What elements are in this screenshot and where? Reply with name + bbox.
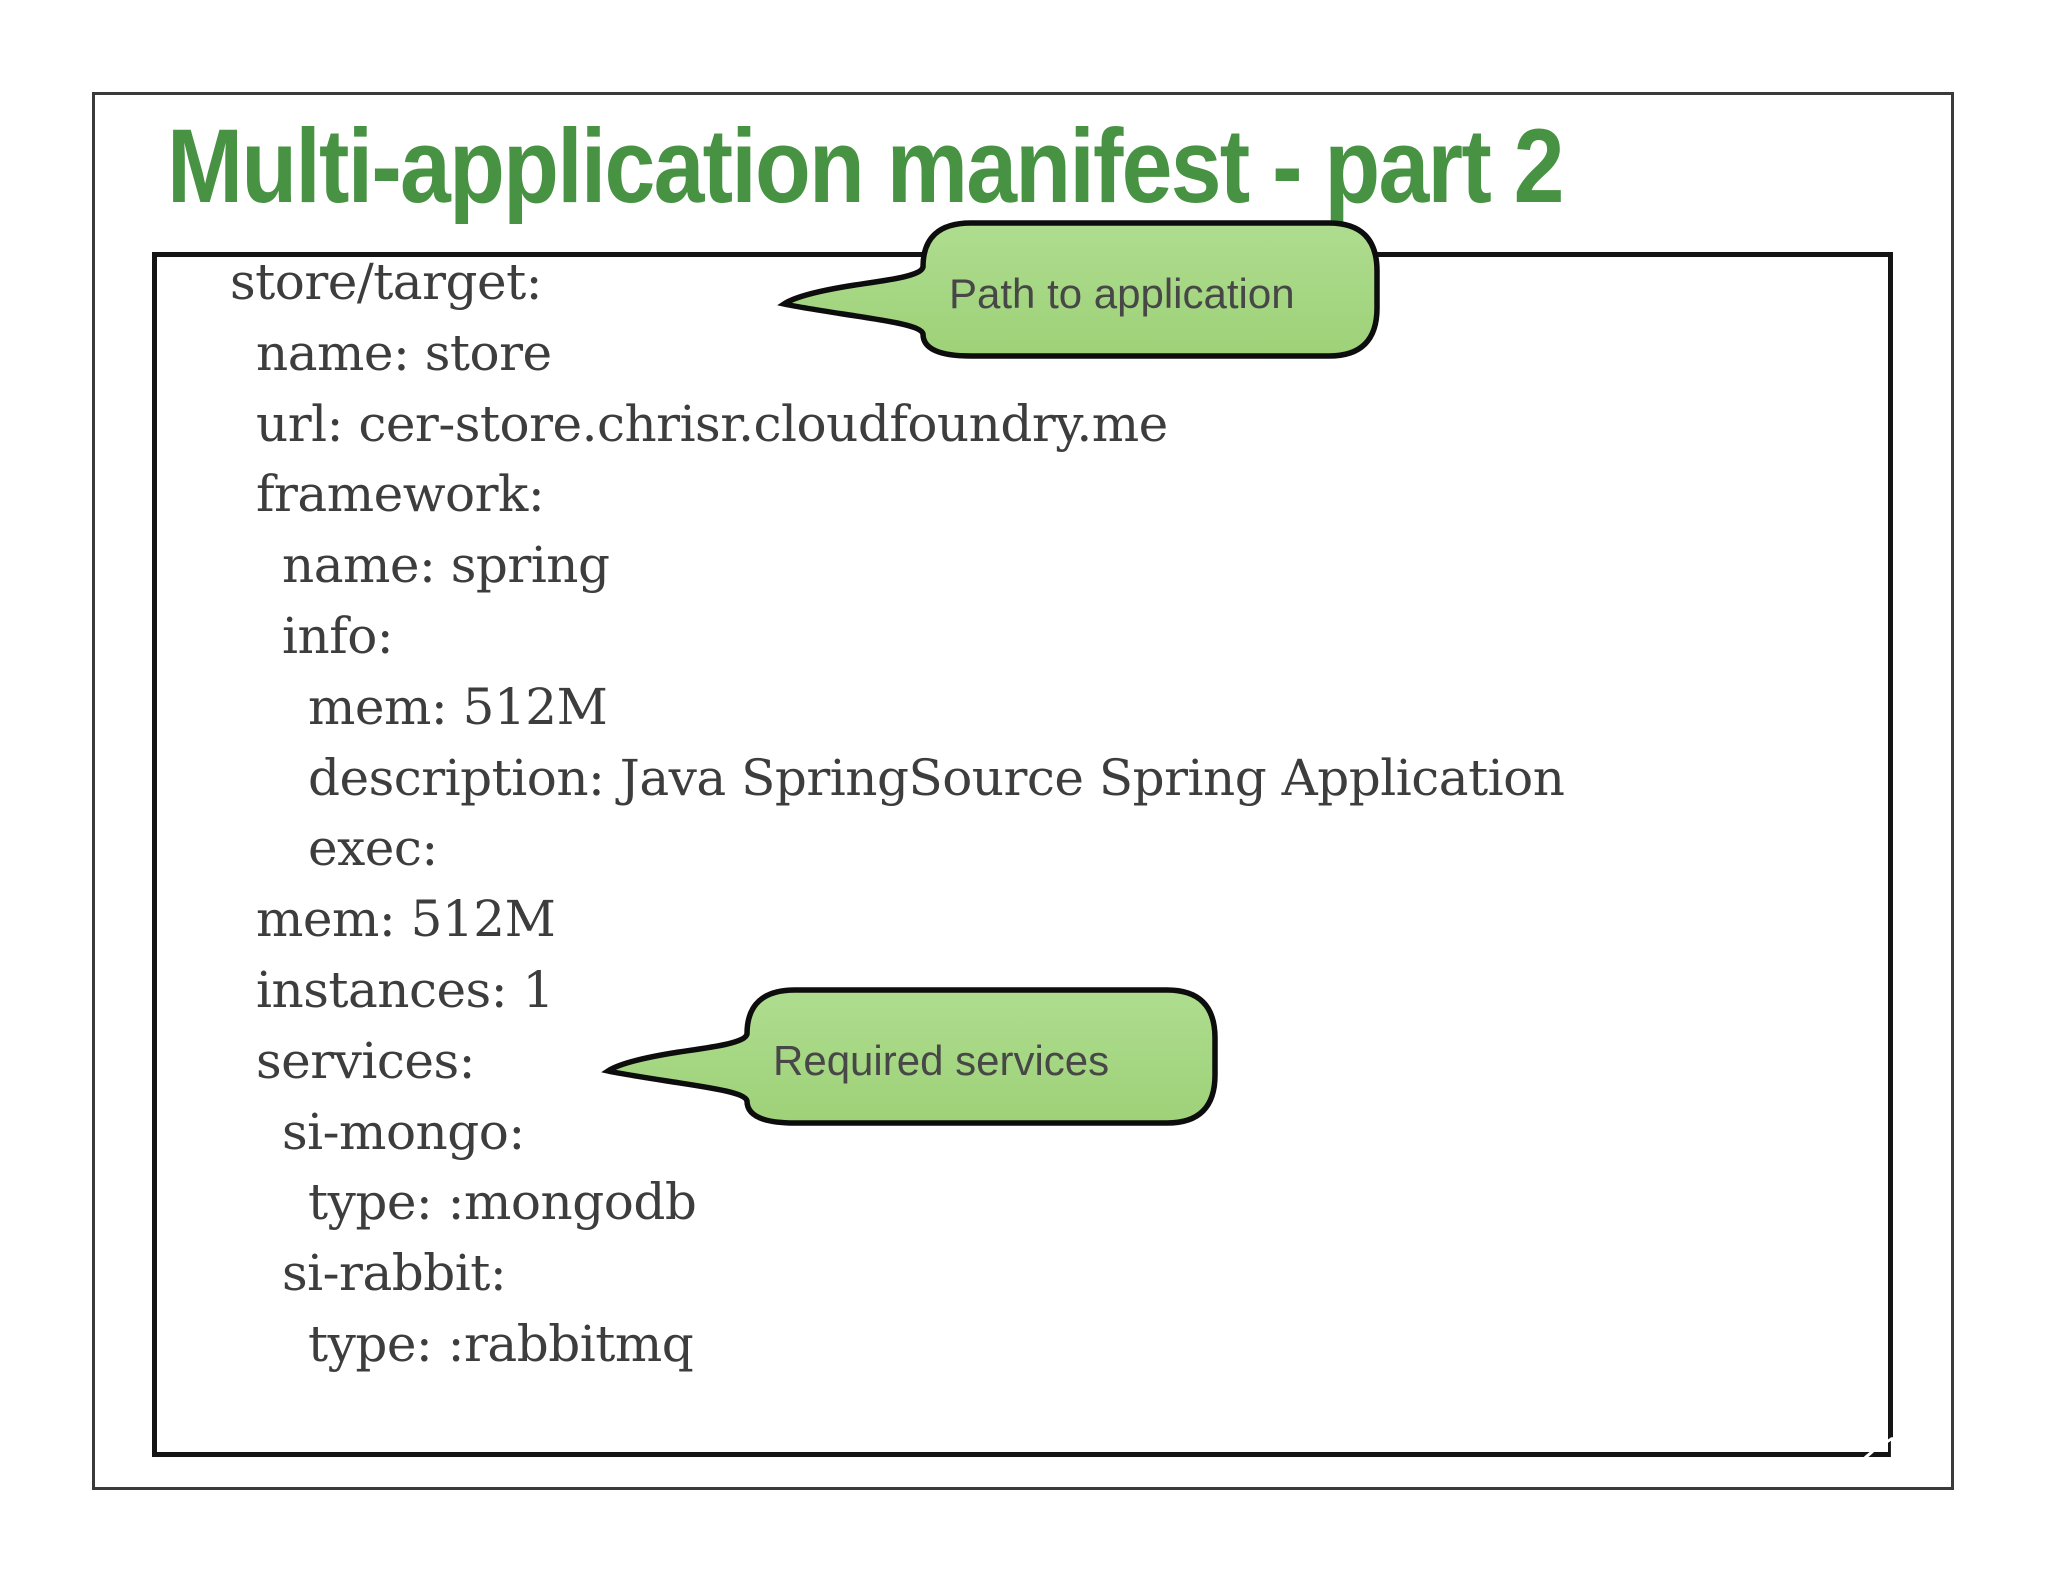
manifest-code-lines: store/target: name: store url: cer-store.c… — [152, 247, 1893, 1380]
code-line: name: store — [256, 323, 552, 382]
code-line: framework: — [256, 465, 545, 524]
code-line: mem: 512M — [256, 890, 556, 949]
code-line: url: cer-store.chrisr.cloudfoundry.me — [256, 394, 1168, 453]
code-line: instances: 1 — [256, 960, 554, 1019]
code-line: mem: 512M — [308, 677, 608, 736]
code-line: si-mongo: — [282, 1102, 525, 1161]
code-line: name: spring — [282, 536, 610, 595]
code-line: services: — [256, 1031, 476, 1090]
code-line: description: Java SpringSource Spring Ap… — [308, 748, 1565, 807]
callout-bubble-shape — [601, 987, 1218, 1126]
slide-title: Multi-application manifest - part 2 — [167, 108, 1564, 225]
callout-bubble-shape — [777, 220, 1380, 359]
callout-label: Required services — [773, 1036, 1110, 1084]
code-line: type: :mongodb — [308, 1173, 697, 1232]
code-line: si-rabbit: — [282, 1244, 507, 1303]
callout-label: Path to application — [949, 269, 1295, 317]
callout-path-to-application: Path to application — [777, 220, 1380, 359]
code-line: info: — [282, 606, 394, 665]
page-number: 21 — [1857, 1428, 1904, 1475]
callout-tail-icon — [601, 987, 1218, 1126]
code-line: exec: — [308, 819, 438, 878]
callout-required-services: Required services — [601, 987, 1218, 1126]
code-line: store/target: — [230, 253, 543, 311]
code-line: type: :rabbitmq — [308, 1314, 694, 1373]
callout-tail-icon — [777, 220, 1380, 359]
